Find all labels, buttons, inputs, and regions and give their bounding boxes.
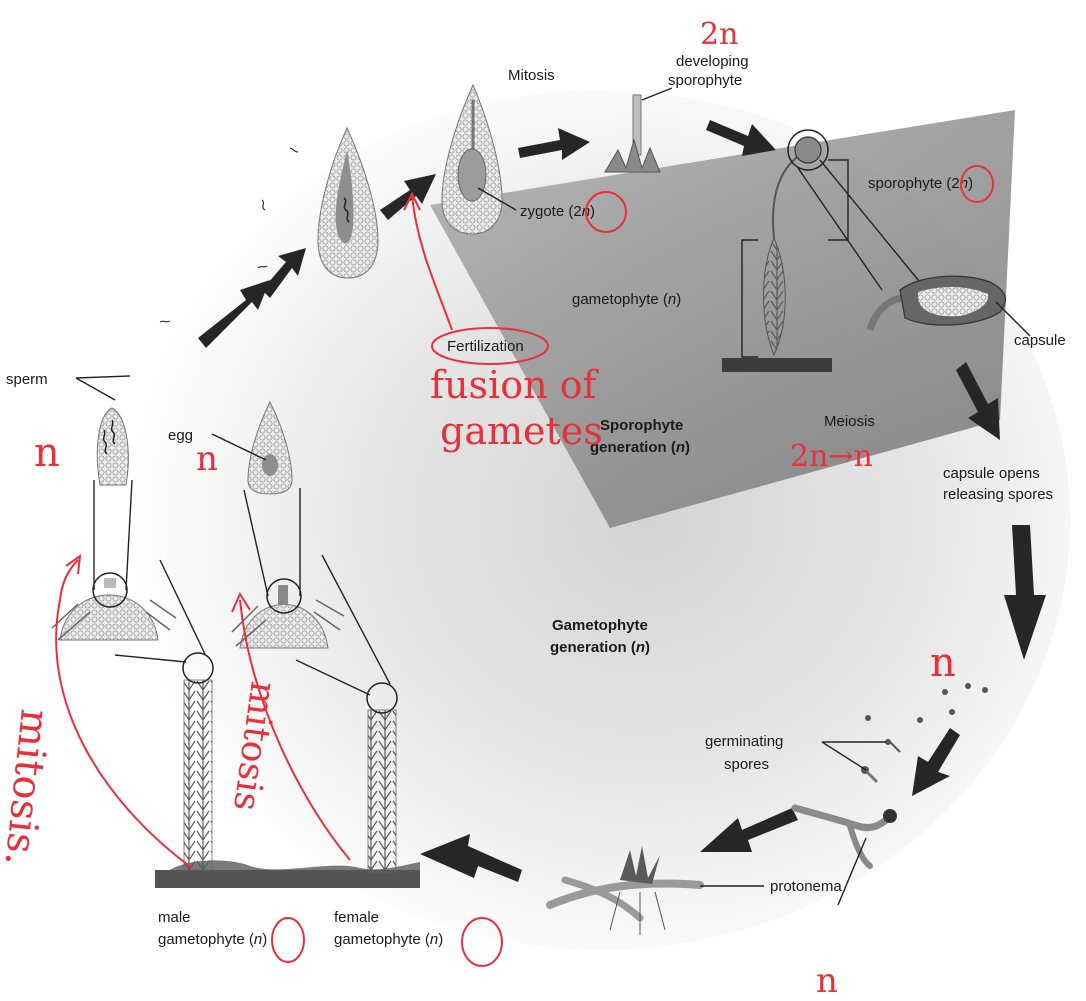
label-gametophyte: gametophyte (n) [572,291,681,308]
label-protonema: protonema [770,878,842,895]
label-egg: egg [168,427,193,444]
zygote [458,149,486,201]
label-fertilization: Fertilization [447,338,524,355]
handwritten-2n-top: 2n [700,17,738,52]
label-sperm: sperm [6,371,48,388]
label-sporophyte: sporophyte (2n) [868,175,973,192]
handwritten-circle-male-n [272,918,304,962]
handwritten-mitosis-left: mitosis. [0,707,58,868]
swimming-sperm-1 [262,200,265,210]
label-meiosis: Meiosis [824,413,875,430]
swimming-sperm-2 [290,148,298,152]
egg-cell [262,454,278,476]
handwritten-n-egg: n [196,439,218,479]
swimming-sperm-4 [160,321,170,322]
antheridium [97,408,128,485]
label-capsule: capsule [1014,332,1066,349]
handwritten-n-spores: n [930,640,956,686]
label-mitosis: Mitosis [508,67,555,84]
handwritten-n-sperm: n [34,430,60,476]
sporophyte-capsule-small [795,137,821,163]
handwritten-2n-to-n: 2n→n [790,439,873,474]
label-zygote: zygote (2n) [520,203,595,220]
handwritten-n-protonema: n [816,961,838,996]
